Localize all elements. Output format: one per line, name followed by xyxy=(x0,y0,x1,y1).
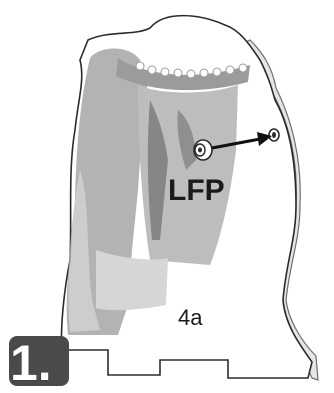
print-lower-left xyxy=(96,250,168,311)
print-center-scene xyxy=(138,85,238,265)
step-number: 1. xyxy=(10,335,52,391)
cam-lock-fitting-icon xyxy=(193,139,213,161)
insert-arrow xyxy=(211,132,272,150)
step-badge-shadow xyxy=(9,336,69,386)
part-label: 4a xyxy=(178,305,203,330)
print-garland-beads xyxy=(135,61,248,79)
print-dark-figure-2 xyxy=(177,110,196,170)
panel-print-graphic xyxy=(66,48,250,335)
hardware-label: LFP xyxy=(168,174,225,207)
step-badge: 1. xyxy=(9,334,69,392)
predrilled-hole-icon xyxy=(268,128,280,142)
print-dark-figure xyxy=(147,100,168,240)
print-garland xyxy=(116,58,250,91)
print-dress-left xyxy=(68,170,100,332)
